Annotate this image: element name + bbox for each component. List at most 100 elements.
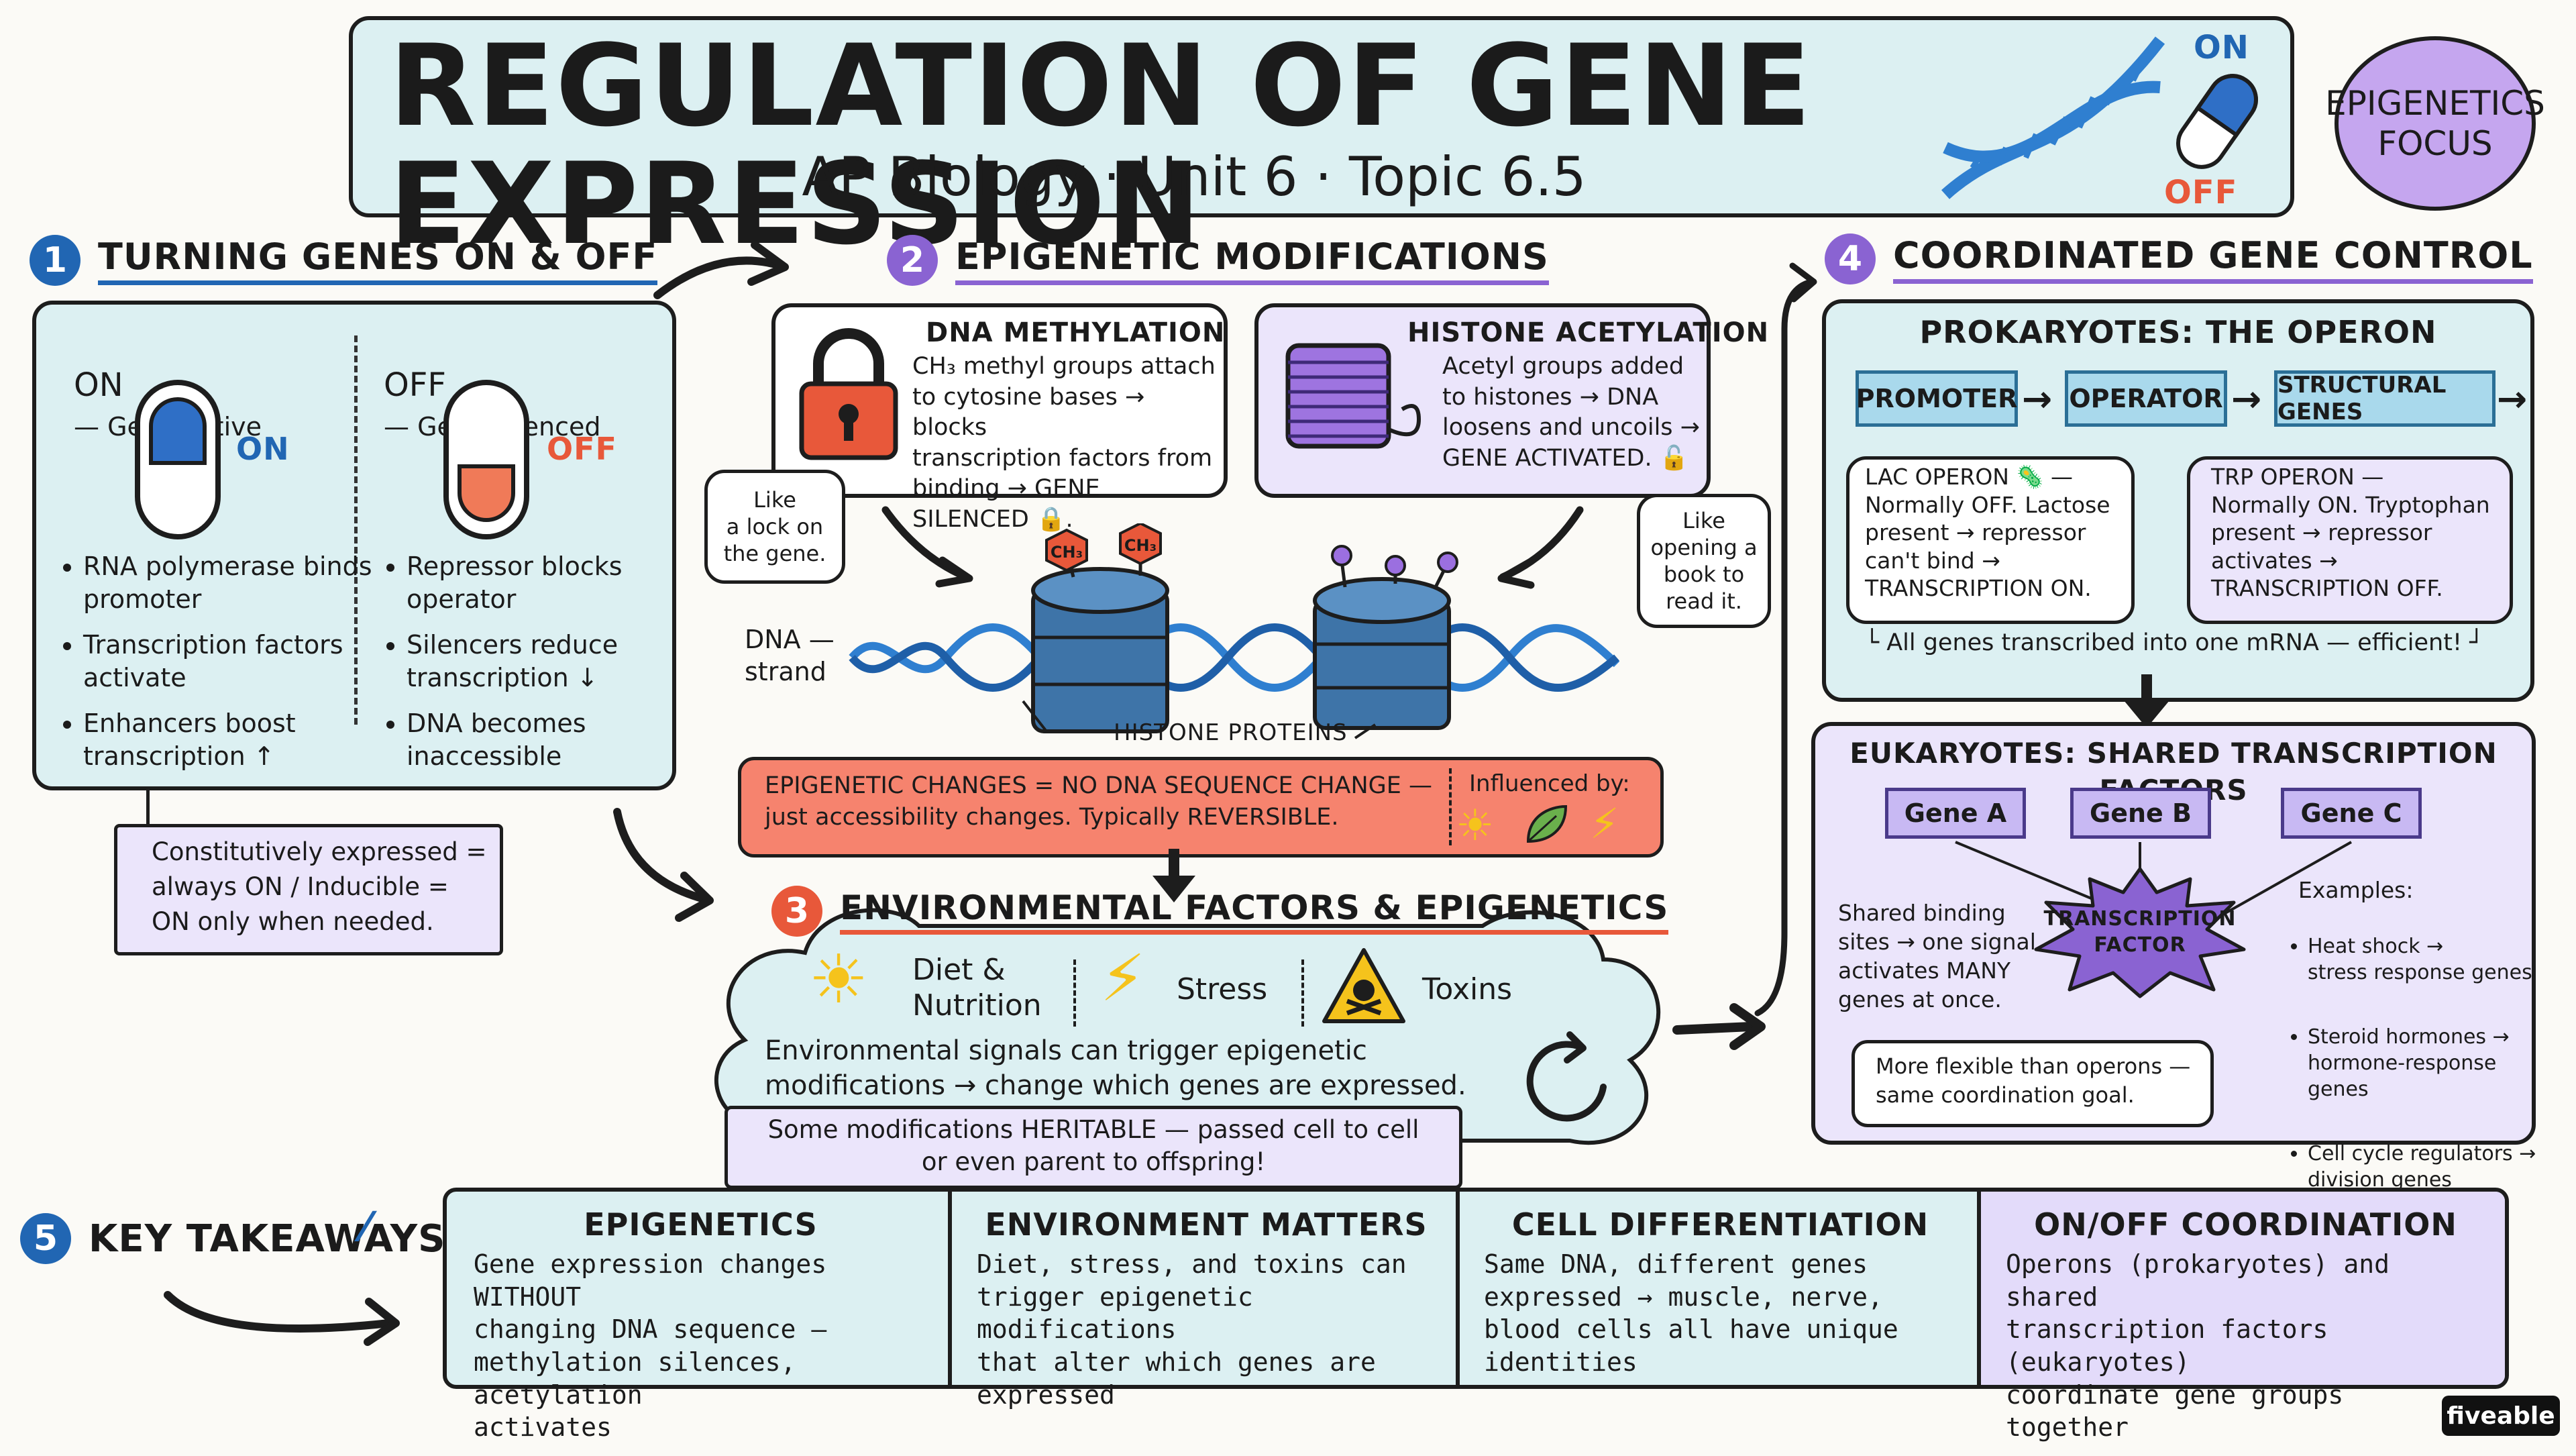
lock-speech-bubble: Like a lock on the gene.: [704, 470, 845, 584]
ch3-label-a: CH₃: [1050, 543, 1083, 562]
on-item: RNA polymerase binds promoter: [83, 550, 378, 617]
off-item: Silencers reduce transcription ↓: [407, 629, 688, 695]
page-title: REGULATION OF GENE EXPRESSION: [389, 20, 1813, 270]
emphasis-marks-icon: ⁄: [362, 1204, 370, 1251]
heritable-banner: [724, 1106, 1462, 1189]
takeaway-title: ENVIRONMENT MATTERS: [985, 1206, 1428, 1243]
section-4-heading: COORDINATED GENE CONTROL: [1893, 234, 2533, 284]
arrow-acetylation-down: [1497, 506, 1584, 589]
section-5-number: 5: [20, 1213, 71, 1264]
factor-divider-2: [1301, 959, 1304, 1027]
header-banner: [349, 16, 2294, 217]
on-switch-label: ON: [236, 431, 290, 467]
takeaway-coordination: ON/OFF COORDINATION Operons (prokaryotes…: [1986, 1194, 2506, 1456]
leaf-icon: [1526, 804, 1568, 843]
on-list: RNA polymerase binds promoter Transcript…: [56, 550, 378, 785]
section-4-number: 4: [1825, 233, 1876, 284]
histone-left-icon: [1031, 567, 1169, 733]
section-3-cloud: [714, 908, 1661, 1145]
off-item: Repressor blocks operator: [407, 550, 688, 617]
flow-structural-genes: STRUCTURAL GENES: [2274, 370, 2496, 427]
note-connector: [146, 790, 150, 831]
histone-right-icon: [1313, 545, 1458, 730]
section-1-number: 1: [30, 235, 80, 286]
examples-list: Heat shock → stress response genes Stero…: [2281, 907, 2563, 1231]
example-item: Heat shock → stress response genes: [2308, 933, 2563, 986]
acetylation-title: HISTONE ACETYLATION: [1407, 317, 1770, 348]
changes-divider: [1449, 768, 1452, 845]
takeaway-card-bg-4: [1980, 1192, 2505, 1385]
diet-label: Diet & Nutrition: [912, 953, 1042, 1023]
environment-body: Environmental signals can trigger epigen…: [765, 1035, 1466, 1101]
section-3-heading: ENVIRONMENTAL FACTORS & EPIGENETICS: [840, 888, 1669, 935]
methylation-title: DNA METHYLATION: [926, 317, 1226, 348]
arrow-prok-to-euk: [2124, 674, 2169, 728]
epigenetic-changes-text: EPIGENETIC CHANGES = NO DNA SEQUENCE CHA…: [765, 772, 1433, 831]
takeaway-epigenetics: EPIGENETICS Gene expression changes WITH…: [453, 1194, 948, 1456]
book-speech-bubble: Like opening a book to read it.: [1637, 494, 1771, 628]
section-2-title: 2 EPIGENETIC MODIFICATIONS: [887, 235, 1549, 286]
section-1-heading: TURNING GENES ON & OFF: [98, 236, 658, 285]
influenced-by-label: Influenced by:: [1469, 770, 1630, 797]
lac-operon-card: [1846, 456, 2135, 624]
takeaway-title: ON/OFF COORDINATION: [2034, 1206, 2457, 1243]
arrow-2-to-3: [1152, 849, 1195, 902]
flexible-note: [1851, 1040, 2214, 1127]
off-switch-label: OFF: [547, 431, 617, 467]
gene-b-box: Gene B: [2070, 788, 2211, 839]
shared-binding-text: Shared binding sites → one signal activa…: [1838, 900, 2036, 1012]
cycle-arrow-icon: [1526, 1031, 1607, 1122]
sun-icon: ☀: [1456, 801, 1495, 851]
heritable-text: Some modifications HERITABLE — passed ce…: [767, 1115, 1419, 1177]
arrow-up-to-4: [1754, 262, 1817, 1017]
flow-arrow-icon: →: [2497, 378, 2528, 420]
example-item: Cell cycle regulators → division genes: [2308, 1141, 2563, 1193]
takeaway-environment: ENVIRONMENT MATTERS Diet, stress, and to…: [957, 1194, 1456, 1423]
arrow-3-to-4: [1672, 1003, 1766, 1050]
flow-arrow-icon: →: [2022, 378, 2053, 420]
transcription-factor-label: TRANSCRIPTION FACTOR: [2043, 907, 2237, 957]
arrow-1-to-2: [653, 241, 789, 299]
takeaway-body: Diet, stress, and toxins can trigger epi…: [977, 1249, 1407, 1410]
toggle-switch-icon: [2176, 74, 2258, 169]
takeaway-divider: [1977, 1188, 1981, 1389]
header-switch-on: ON: [2194, 29, 2249, 66]
arrow-1-to-3: [613, 808, 714, 922]
dna-helix-icon: [1941, 36, 2165, 199]
takeaway-differentiation: CELL DIFFERENTIATION Same DNA, different…: [1464, 1194, 1977, 1391]
off-list: Repressor blocks operator Silencers redu…: [380, 550, 688, 785]
mrna-note-text: All genes transcribed into one mRNA — ef…: [1886, 629, 2462, 656]
transcription-factor-starburst: [2034, 867, 2246, 998]
methylation-body: CH₃ methyl groups attach to cytosine bas…: [912, 353, 1216, 533]
header-switch-off: OFF: [2164, 174, 2238, 211]
takeaway-body: Operons (prokaryotes) and shared transcr…: [2006, 1249, 2390, 1443]
takeaway-divider: [948, 1188, 952, 1389]
fiveable-logo: fiveable: [2442, 1396, 2560, 1436]
dna-histone-diagram: [849, 523, 1620, 739]
off-switch-icon: [443, 380, 529, 539]
spool-icon: [1285, 343, 1421, 449]
constitutive-note: [114, 824, 503, 955]
lac-operon-text: LAC OPERON 🦠 — Normally OFF. Lactose pre…: [1865, 464, 2110, 602]
lightning-icon: ⚡: [1590, 799, 1619, 848]
flow-arrow-icon: →: [2231, 378, 2263, 420]
factor-divider-1: [1073, 959, 1076, 1027]
section-3-number: 3: [771, 886, 822, 937]
off-heading-label: OFF: [384, 366, 446, 405]
badge-text: EPIGENETICS FOCUS: [2325, 84, 2545, 163]
section-2-number: 2: [887, 235, 938, 286]
example-item: Steroid hormones → hormone-response gene…: [2308, 1024, 2563, 1102]
histone-proteins-label: HISTONE PROTEINS: [1114, 719, 1348, 746]
acetylation-body: Acetyl groups added to histones → DNA lo…: [1442, 353, 1700, 472]
brand-text: fiveable: [2447, 1402, 2555, 1430]
mrna-note: └ All genes transcribed into one mRNA — …: [1865, 629, 2484, 656]
flow-promoter: PROMOTER: [1856, 370, 2018, 427]
takeaway-body: Gene expression changes WITHOUT changing…: [474, 1249, 827, 1443]
takeaway-arrow: [164, 1291, 400, 1346]
on-switch-icon: [135, 380, 221, 539]
takeaway-body: Same DNA, different genes expressed → mu…: [1484, 1249, 1898, 1377]
takeaway-title: CELL DIFFERENTIATION: [1511, 1206, 1929, 1243]
toxins-label: Toxins: [1422, 972, 1513, 1006]
arrow-methylation-down: [881, 506, 973, 588]
gene-c-box: Gene C: [2281, 788, 2422, 839]
